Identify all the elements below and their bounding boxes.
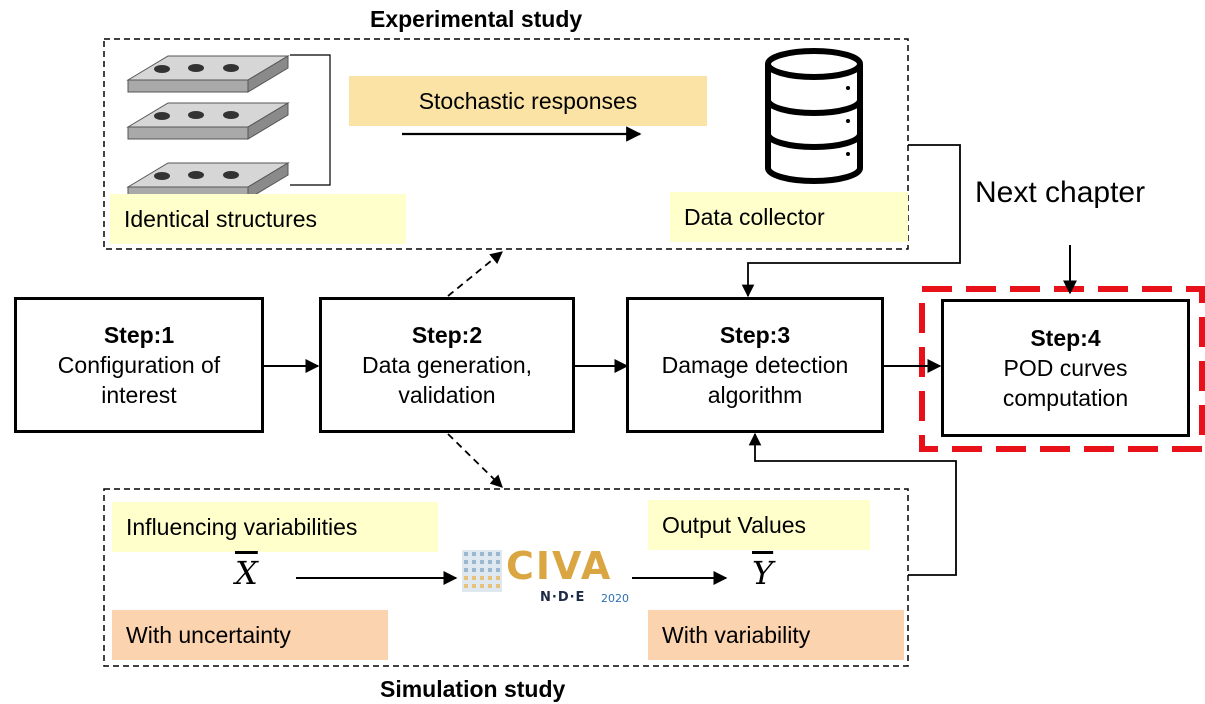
stochastic-responses-label: Stochastic responses [349,76,707,126]
experimental-study-box [103,38,909,250]
step-1-title: Step:1 [103,322,175,348]
dashed-link-simulation [447,433,503,488]
dashed-link-experimental [447,251,503,297]
step-3-box: Step:3 Damage detection algorithm [626,297,884,433]
database-icon [765,48,863,184]
step-3-title: Step:3 [719,322,791,348]
step-1-description: Configuration of interest [57,352,221,408]
simulation-study-title: Simulation study [380,676,566,702]
output-symbol: Y [752,554,774,592]
step-3-description: Damage detection algorithm [661,352,849,408]
simulation-study-box [103,488,909,667]
input-symbol: X [235,554,258,592]
civa-logo-year: 2020 [601,592,629,605]
civa-logo-name: CIVA [506,544,613,588]
civa-cube-icon [462,550,502,592]
structures-bracket [290,54,331,186]
arrow-collector-step3 [741,144,961,298]
step-2-title: Step:2 [411,322,483,348]
influencing-variabilities-label: Influencing variabilities [112,502,438,552]
arrow-simulation-step3 [748,432,957,576]
step-4-title: Step:4 [1030,325,1101,351]
data-collector-label: Data collector [670,192,908,242]
civa-logo-sub: N·D·E [540,590,586,605]
step4-highlight-frame [919,286,1205,452]
step-2-description: Data generation, validation [361,352,533,408]
with-uncertainty-label: With uncertainty [112,610,388,660]
with-variability-label: With variability [648,610,904,660]
experimental-study-title: Experimental study [370,6,583,32]
step-4-description: POD curves computation [1002,355,1129,411]
next-chapter-label: Next chapter [975,176,1146,209]
step-2-box: Step:2 Data generation, validation [319,297,575,433]
step-4-box: Step:4 POD curves computation [941,299,1190,437]
output-values-label: Output Values [648,500,870,550]
step-1-box: Step:1 Configuration of interest [14,297,264,433]
plate-icon [126,55,290,200]
identical-structures-label: Identical structures [110,194,406,244]
